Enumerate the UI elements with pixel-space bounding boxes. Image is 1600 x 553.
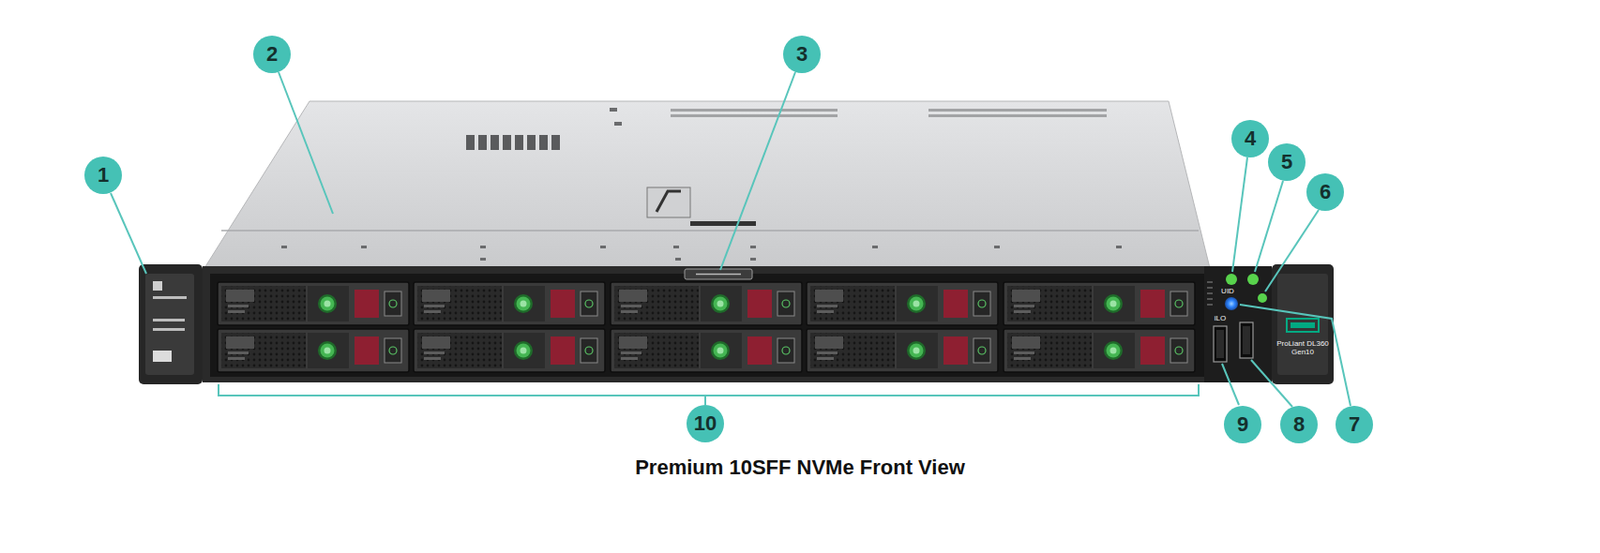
panel-seam — [221, 229, 1199, 232]
rear-vent — [670, 108, 1107, 118]
callout-number: 5 — [1267, 143, 1306, 182]
callout-number: 4 — [1231, 120, 1269, 158]
callout-number: 6 — [1306, 173, 1344, 212]
callout-number: 2 — [253, 35, 291, 74]
uid-button — [1224, 297, 1238, 311]
control-panel — [1204, 266, 1272, 383]
chassis-holes — [281, 107, 1122, 261]
callout-number: 9 — [1223, 406, 1262, 444]
callout-circles — [84, 35, 1374, 444]
power-led — [1225, 273, 1238, 286]
drive-cage — [210, 273, 1205, 378]
callout-number: 7 — [1335, 406, 1374, 444]
model-name: ProLiant DL360 Gen10 — [1276, 339, 1329, 357]
front-bezel — [202, 266, 1212, 383]
chassis-top — [204, 101, 1210, 269]
left-ear — [138, 264, 203, 385]
pull-tab — [684, 269, 753, 280]
callout-number: 8 — [1280, 406, 1318, 444]
leader-lines — [110, 72, 1351, 408]
callout-number: 3 — [783, 35, 821, 74]
button-label: UID — [1216, 286, 1239, 296]
ilo-usb-port — [1213, 326, 1227, 363]
figure-caption: Premium 10SFF NVMe Front View — [0, 455, 1600, 481]
health-led — [1247, 273, 1259, 286]
callout-number: 1 — [84, 156, 122, 195]
drive-bays — [217, 282, 1195, 373]
top-vent — [466, 135, 560, 151]
port-label: iLO — [1209, 314, 1231, 323]
usb-port — [1239, 322, 1253, 359]
callout-number: 10 — [686, 405, 725, 443]
nic-led — [1257, 293, 1268, 303]
hpe-logo — [1286, 318, 1319, 333]
right-ear — [1271, 264, 1334, 385]
